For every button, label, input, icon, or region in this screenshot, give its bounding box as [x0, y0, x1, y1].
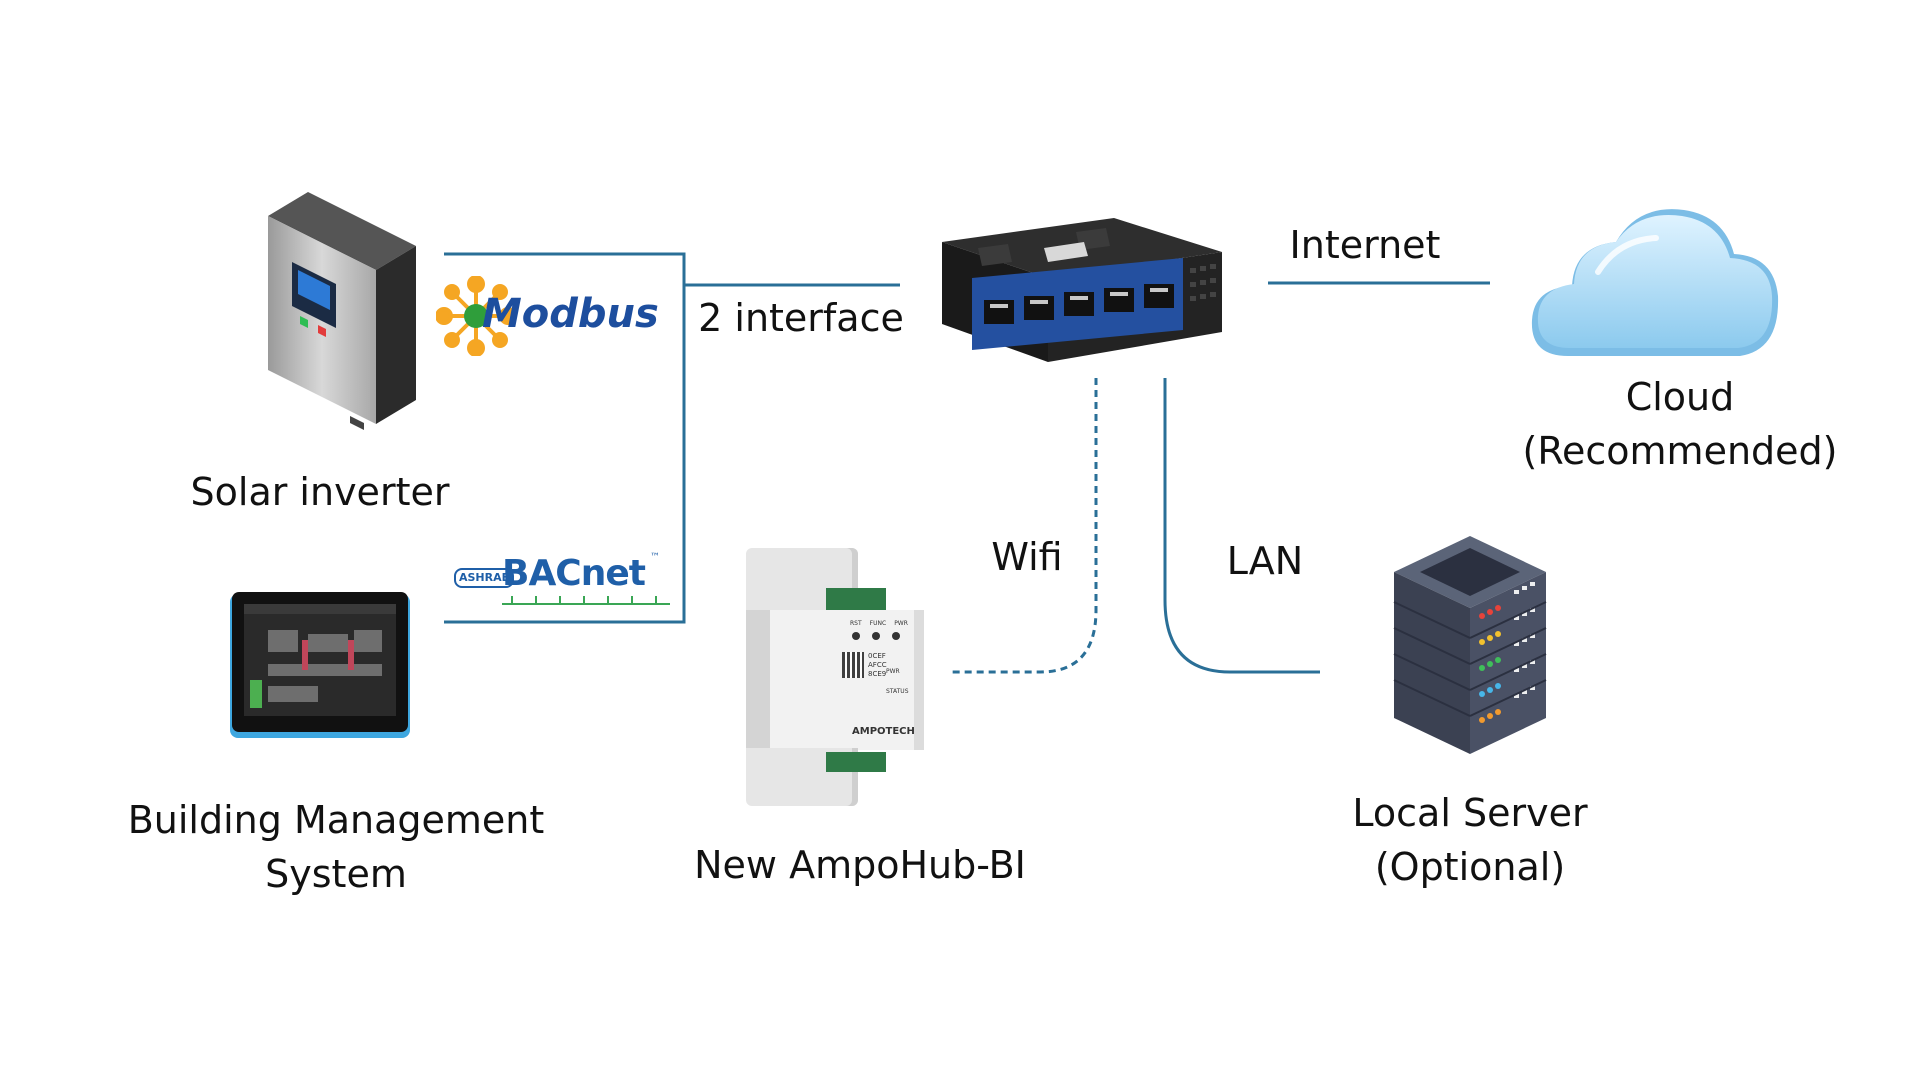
- led-label-rst: RST: [850, 620, 862, 627]
- modbus-text: Modbus: [482, 291, 659, 337]
- led-pwr: [892, 632, 900, 640]
- led-func: [872, 632, 880, 640]
- two-interface-label: 2 interface: [698, 296, 904, 340]
- led-label-pwr: PWR: [894, 620, 908, 627]
- ampohub-label: New AmpoHub-BI: [694, 843, 1026, 887]
- cloud-icon: [1531, 209, 1779, 356]
- cloud-label-line1: Cloud: [1625, 375, 1735, 419]
- bms-label-line1: Building Management: [127, 798, 545, 842]
- module-brand: AMPOTECH: [852, 726, 915, 737]
- ethernet-switch-icon: [942, 218, 1222, 362]
- bacnet-text: BACnet: [502, 553, 646, 594]
- touch-panel-icon: [230, 592, 410, 738]
- module-leds: [852, 632, 900, 640]
- lan-link-line: [1163, 378, 1320, 674]
- lan-label: LAN: [1226, 539, 1304, 583]
- wifi-label: Wifi: [991, 535, 1063, 579]
- wifi-link-line: [950, 378, 1098, 674]
- cloud-label-line2: (Recommended): [1522, 429, 1838, 473]
- solar-inverter-icon: [268, 192, 416, 430]
- led-rst: [852, 632, 860, 640]
- local-server-label-line2: (Optional): [1374, 845, 1566, 889]
- module-side-labels: PWR STATUS: [886, 668, 909, 695]
- solar-inverter-label: Solar inverter: [190, 470, 450, 514]
- din-rail-module-icon: RST FUNC PWR 0CEF AFCC 8CE9 PWR STATUS A…: [746, 548, 924, 806]
- bacnet-underline-icon: [502, 596, 670, 605]
- internet-label: Internet: [1289, 223, 1441, 267]
- module-qr-code: [842, 652, 864, 678]
- server-rack-icon: [1393, 536, 1547, 754]
- modbus-link-line: [444, 252, 686, 624]
- modbus-logo: Modbus: [436, 276, 668, 356]
- module-terminal-top: [826, 588, 886, 610]
- module-led-labels: RST FUNC PWR: [850, 620, 908, 627]
- bacnet-ashrae-text: ASHRAE: [454, 568, 515, 588]
- module-mac: 0CEF AFCC 8CE9: [868, 652, 887, 678]
- bms-label-line2: System: [265, 852, 407, 896]
- module-terminal-bottom: [826, 752, 886, 772]
- led-label-func: FUNC: [869, 620, 887, 627]
- local-server-label-line1: Local Server: [1352, 791, 1588, 835]
- bacnet-tm: ™: [650, 552, 660, 563]
- bacnet-logo: ASHRAE BACnet ™: [454, 550, 674, 606]
- modbus-star-icon: [436, 276, 516, 356]
